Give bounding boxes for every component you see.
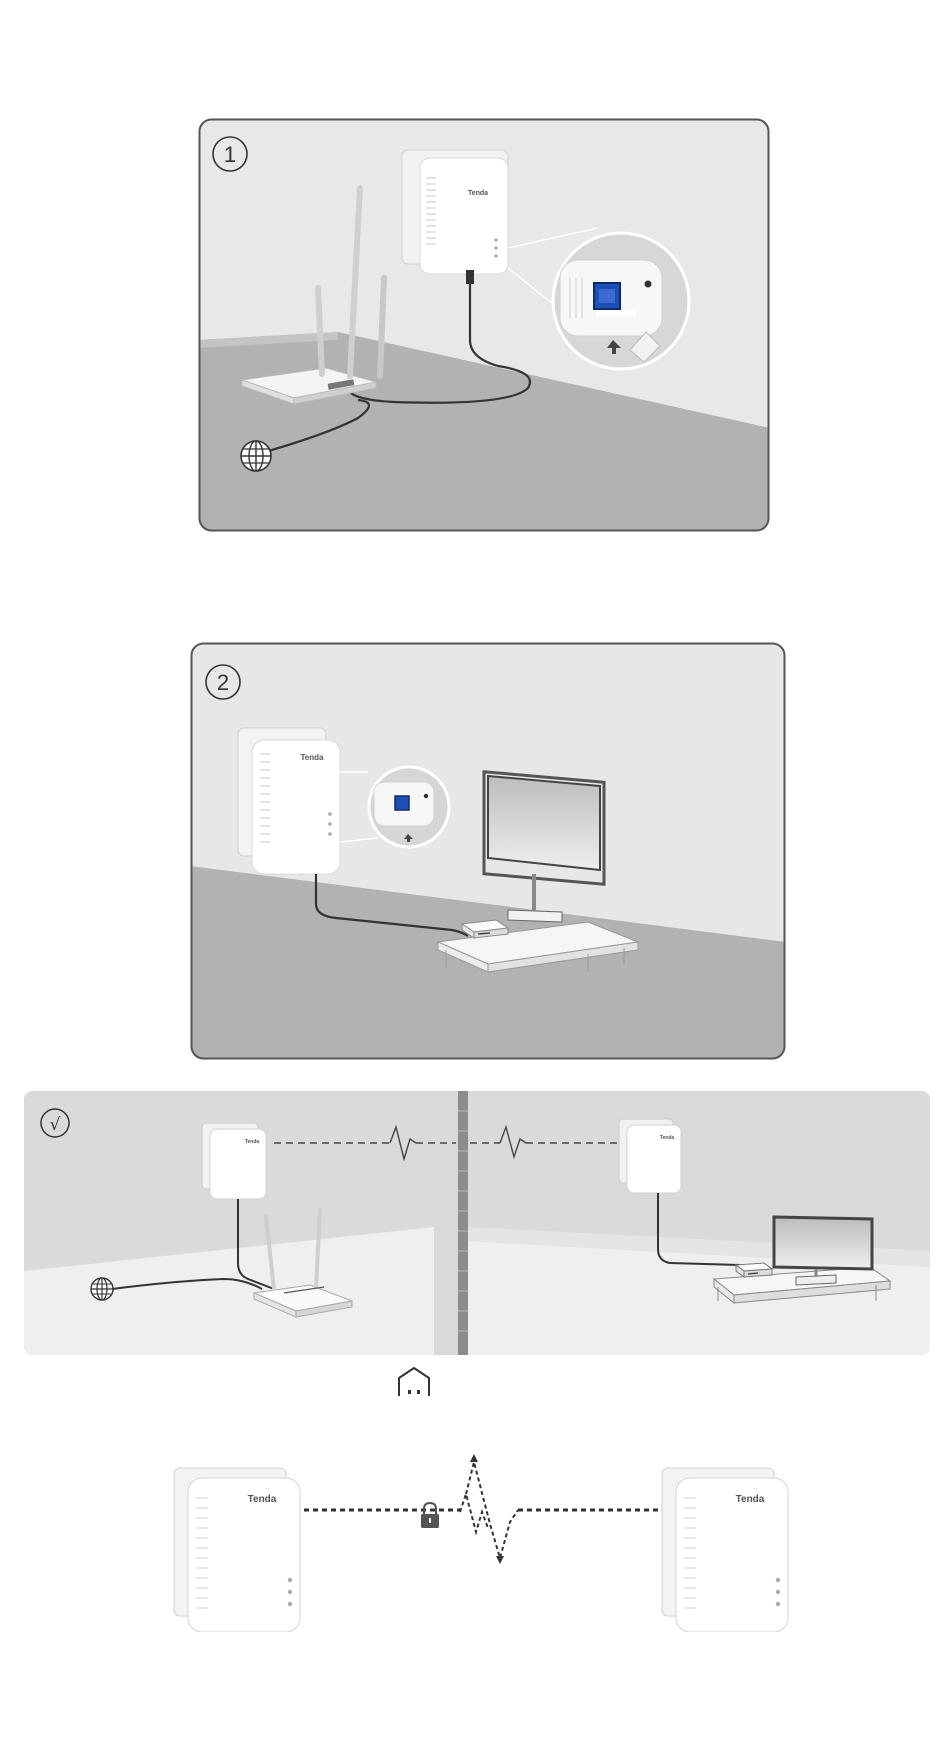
adapter-logo: Tenda bbox=[468, 190, 488, 197]
globe-icon bbox=[241, 441, 271, 471]
set-top-box bbox=[736, 1263, 772, 1277]
adapter-logo: Tenda bbox=[248, 1494, 277, 1505]
step-2-panel: 2 Tenda bbox=[190, 642, 786, 1060]
result-panel: √ Tenda Tenda bbox=[24, 1091, 930, 1355]
port-zoom-callout bbox=[553, 233, 689, 369]
powerline-adapter-right: Tenda bbox=[619, 1119, 681, 1193]
step-2-number: 2 bbox=[217, 670, 229, 695]
powerline-adapter-right: Tenda bbox=[662, 1468, 788, 1632]
powerline-adapter: Tenda bbox=[402, 150, 508, 284]
adapter-logo: Tenda bbox=[660, 1135, 675, 1141]
globe-icon bbox=[91, 1278, 113, 1300]
powerline-adapter-left: Tenda bbox=[202, 1123, 266, 1199]
powerline-adapter: Tenda bbox=[238, 728, 340, 874]
adapter-logo: Tenda bbox=[736, 1494, 765, 1505]
zigzag-signal-icon bbox=[460, 1454, 518, 1564]
padlock-icon bbox=[421, 1503, 439, 1528]
success-checkmark: √ bbox=[50, 1115, 61, 1135]
room-divider-wall bbox=[458, 1091, 468, 1355]
house-icon bbox=[396, 1366, 432, 1398]
encrypted-pairing-illustration: Tenda Tenda bbox=[166, 1452, 806, 1632]
step-1-number: 1 bbox=[224, 142, 236, 167]
adapter-logo: Tenda bbox=[245, 1139, 260, 1145]
adapter-logo: Tenda bbox=[301, 753, 325, 762]
port-zoom-callout bbox=[369, 767, 449, 847]
step-1-panel: 1 Tenda bbox=[198, 118, 770, 532]
powerline-adapter-left: Tenda bbox=[174, 1468, 300, 1632]
